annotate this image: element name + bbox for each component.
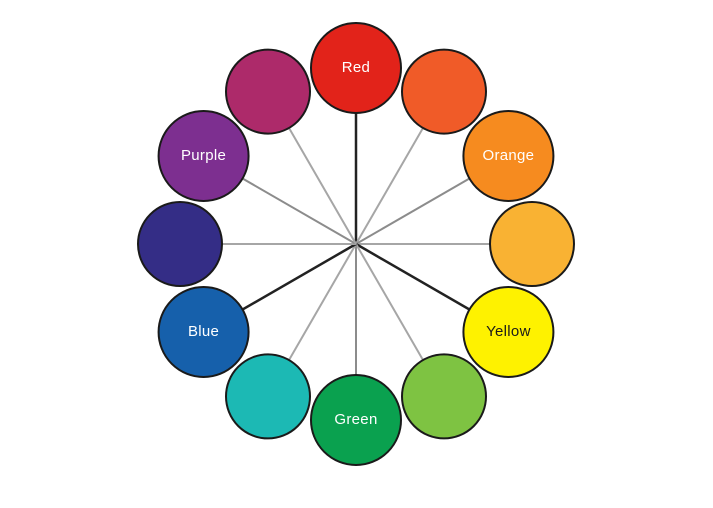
swatch-yellow — [462, 286, 555, 378]
label-purple: Purple — [181, 147, 226, 164]
swatch-yellow-orange — [489, 201, 575, 287]
label-blue: Blue — [188, 323, 219, 340]
label-green: Green — [334, 411, 377, 428]
swatch-red-violet — [225, 48, 311, 135]
swatch-blue-green — [225, 353, 311, 440]
label-orange: Orange — [482, 147, 534, 164]
label-red: Red — [342, 59, 370, 76]
swatch-yellow-green — [401, 353, 487, 440]
swatch-blue — [157, 286, 250, 378]
swatch-red — [310, 22, 402, 114]
label-yellow: Yellow — [486, 323, 531, 340]
swatch-purple — [157, 110, 250, 202]
swatch-orange — [462, 110, 555, 202]
swatch-red-orange — [401, 48, 487, 135]
swatch-blue-violet — [137, 201, 223, 287]
swatch-green — [310, 374, 402, 466]
